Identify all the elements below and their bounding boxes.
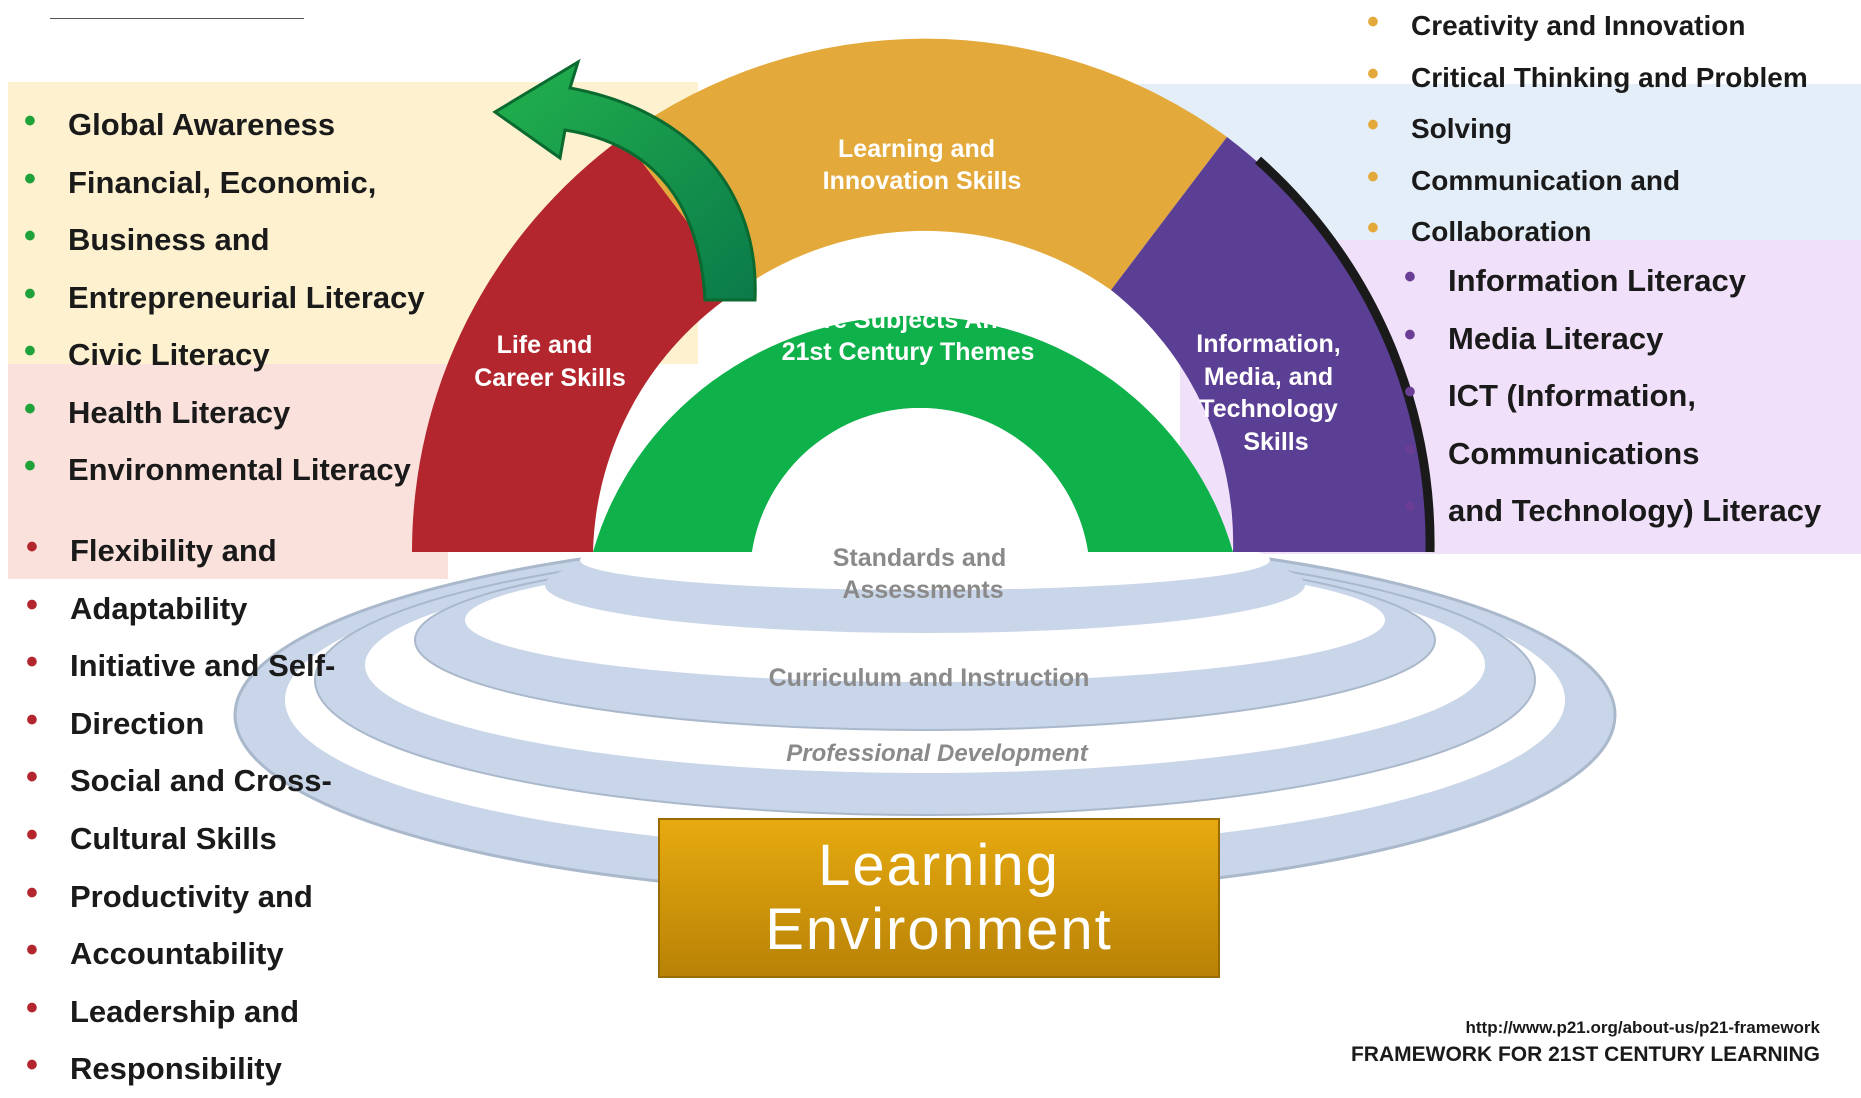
label-learning-line2: Innovation Skills: [823, 167, 1022, 195]
list-item: Communications: [1390, 422, 1821, 483]
wedge-learning-innovation: [623, 38, 1227, 290]
label-core-line1: Core Subjects And: [790, 306, 1013, 334]
label-core-subjects: Core Subjects And 21st Century Themes: [782, 306, 1035, 366]
label-info-line2: Media, and: [1204, 363, 1333, 391]
info-skills-list: Information LiteracyMedia LiteracyICT (I…: [1390, 249, 1821, 540]
label-learning-innovation: Learning and Innovation Skills: [823, 135, 1022, 195]
source-caption: FRAMEWORK FOR 21ST CENTURY LEARNING: [1350, 1043, 1820, 1066]
list-item: Solving: [1353, 100, 1808, 155]
wedge-info-media: [1111, 137, 1431, 552]
list-item: Environmental Literacy: [10, 438, 425, 499]
list-item: Health Literacy: [10, 381, 425, 442]
list-item: Civic Literacy: [10, 323, 425, 384]
learning-environment-label: Learning Environment: [765, 833, 1113, 962]
list-item: Direction: [12, 692, 335, 753]
list-item: Responsibility: [12, 1037, 335, 1098]
source-url: http://www.p21.org/about-us/p21-framewor…: [1465, 1018, 1820, 1037]
themes-list: Global AwarenessFinancial, Economic,Busi…: [10, 93, 425, 499]
label-life-line2: Career Skills: [474, 364, 626, 392]
list-item: Media Literacy: [1390, 307, 1821, 368]
list-item: Collaboration: [1353, 203, 1808, 258]
label-standards-line2: Assessments: [842, 576, 1003, 604]
list-item: Cultural Skills: [12, 807, 335, 868]
life-skills-list: Flexibility andAdaptabilityInitiative an…: [12, 519, 335, 1098]
list-item: ICT (Information,: [1390, 364, 1821, 425]
list-item: Global Awareness: [10, 93, 425, 154]
top-divider: [50, 18, 304, 19]
list-item: Adaptability: [12, 577, 335, 638]
label-info-media: Information, Media, and Technology Skill…: [1196, 330, 1347, 456]
list-item: Productivity and: [12, 865, 335, 926]
label-info-line3: Technology: [1199, 395, 1338, 423]
label-standards: Standards and Assessments: [833, 544, 1014, 604]
label-info-line4: Skills: [1243, 428, 1308, 456]
curved-arrow: [492, 58, 757, 302]
list-item: Initiative and Self-: [12, 634, 335, 695]
list-item: Flexibility and: [12, 519, 335, 580]
label-professional: Professional Development: [786, 740, 1088, 767]
label-life-career: Life and Career Skills: [474, 331, 626, 392]
list-item: Accountability: [12, 922, 335, 983]
list-item: Leadership and: [12, 980, 335, 1041]
label-standards-line1: Standards and: [833, 544, 1007, 572]
wedge-life-career: [411, 137, 739, 552]
list-item: Social and Cross-: [12, 749, 335, 810]
wedge-core-subjects: [593, 315, 1233, 552]
label-core-line2: 21st Century Themes: [782, 338, 1035, 366]
label-curriculum: Curriculum and Instruction: [769, 664, 1090, 692]
label-info-line1: Information,: [1196, 330, 1340, 358]
list-item: Financial, Economic,: [10, 151, 425, 212]
list-item: Entrepreneurial Literacy: [10, 266, 425, 327]
list-item: and Technology) Literacy: [1390, 479, 1821, 540]
list-item: Critical Thinking and Problem: [1353, 49, 1808, 104]
learning-skills-list: Creativity and InnovationCritical Thinki…: [1353, 0, 1808, 258]
list-item: Communication and: [1353, 152, 1808, 207]
learning-environment-box: Learning Environment: [658, 818, 1220, 978]
list-item: Information Literacy: [1390, 249, 1821, 310]
list-item: Creativity and Innovation: [1353, 0, 1808, 52]
list-item: Business and: [10, 208, 425, 269]
label-learning-line1: Learning and: [838, 135, 995, 163]
label-life-line1: Life and: [497, 331, 593, 359]
rings-base: [233, 530, 1617, 897]
